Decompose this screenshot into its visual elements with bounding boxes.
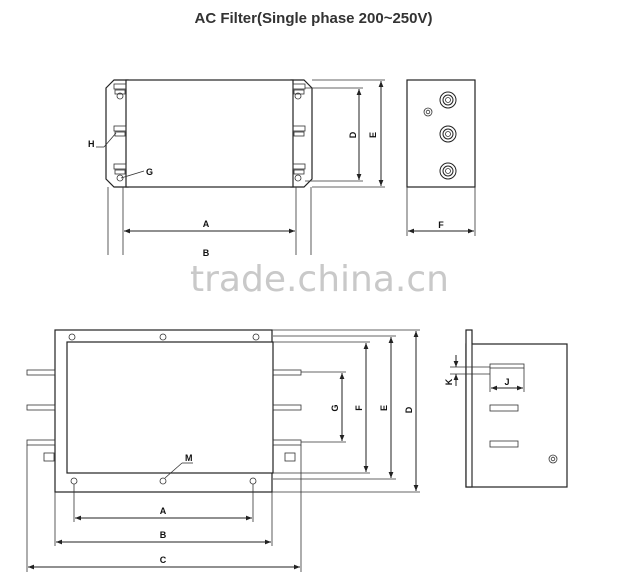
watermark: trade.china.cn bbox=[190, 259, 449, 300]
dim-label-b: B bbox=[203, 248, 210, 258]
dim-label-a: A bbox=[160, 506, 167, 516]
dim-label-k: K bbox=[444, 378, 454, 385]
dim-label-c: C bbox=[160, 555, 167, 565]
top-front-view: A B D E H G bbox=[88, 79, 385, 258]
side-body bbox=[465, 343, 568, 488]
right-terminals bbox=[292, 83, 306, 175]
terminal-studs bbox=[439, 91, 457, 180]
right-terminals bbox=[272, 369, 302, 462]
dim-label-g: G bbox=[330, 404, 340, 411]
left-terminals bbox=[113, 83, 127, 175]
bottom-side-view: K J bbox=[444, 329, 568, 488]
top-side-view: F bbox=[406, 79, 476, 236]
bottom-front-view: A B C M G F E D bbox=[26, 329, 420, 572]
dim-label-f: F bbox=[354, 405, 364, 411]
dim-label-e: E bbox=[368, 132, 378, 138]
label-g: G bbox=[146, 167, 153, 177]
filter-body bbox=[125, 79, 294, 188]
side-plate bbox=[465, 329, 473, 488]
mounting-hole bbox=[116, 92, 124, 100]
dim-label-d: D bbox=[348, 131, 358, 138]
dim-label-a: A bbox=[203, 219, 210, 229]
label-h: H bbox=[88, 139, 95, 149]
filter-body bbox=[66, 341, 274, 474]
mounting-hole bbox=[294, 174, 302, 182]
mounting-hole bbox=[294, 92, 302, 100]
diagram-title: AC Filter(Single phase 200~250V) bbox=[194, 10, 433, 27]
dim-label-b: B bbox=[160, 530, 167, 540]
dim-label-e: E bbox=[379, 405, 389, 411]
mounting-hole bbox=[116, 174, 124, 182]
side-body bbox=[406, 79, 476, 188]
dim-label-d: D bbox=[404, 406, 414, 413]
dim-label-j: J bbox=[504, 377, 509, 387]
label-m: M bbox=[185, 453, 193, 463]
left-terminals bbox=[26, 369, 56, 462]
dim-label-f: F bbox=[438, 220, 444, 230]
